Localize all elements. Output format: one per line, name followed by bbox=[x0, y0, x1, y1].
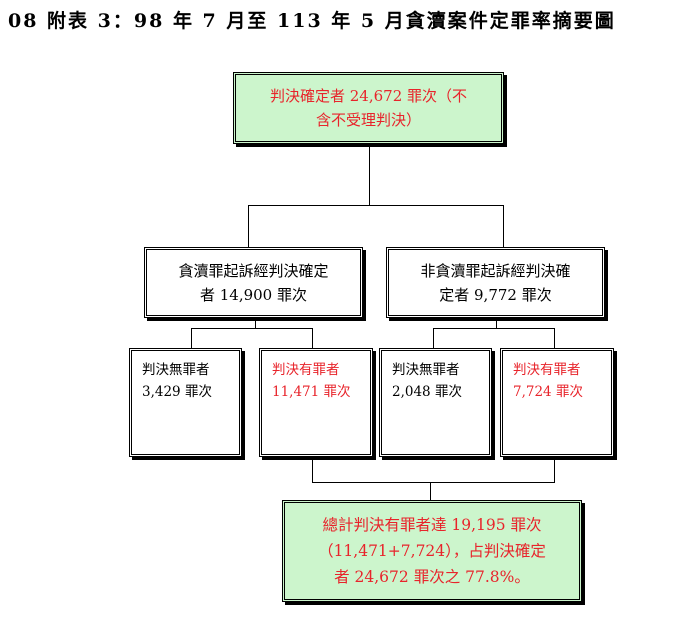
root-node-line2: 含不受理判決） bbox=[315, 111, 421, 129]
non-corruption-convicted-line1: 判決有罪者 bbox=[513, 362, 581, 378]
connector-convicted-right-down bbox=[554, 457, 555, 482]
non-corruption-acquitted-line1: 判決無罪者 bbox=[392, 362, 460, 378]
total-node-line1: 總計判決有罪者達 19,195 罪次 bbox=[322, 516, 542, 534]
corruption-node: 貪瀆罪起訴經判決確定 者 14,900 罪次 bbox=[144, 247, 363, 318]
connector-non-corruption-bar bbox=[433, 328, 554, 329]
connector-root-down bbox=[369, 144, 370, 205]
total-node: 總計判決有罪者達 19,195 罪次 （11,471+7,724），占判決確定 … bbox=[282, 500, 582, 602]
corruption-convicted-line1: 判決有罪者 bbox=[272, 362, 340, 378]
connector-corruption-down bbox=[255, 318, 256, 328]
root-node: 判決確定者 24,672 罪次（不 含不受理判決） bbox=[233, 72, 504, 144]
corruption-node-line2: 者 14,900 罪次 bbox=[199, 285, 307, 304]
connector-total-bar bbox=[312, 482, 555, 483]
connector-to-corruption-convicted bbox=[312, 328, 313, 348]
root-node-line1: 判決確定者 24,672 罪次（不 bbox=[269, 87, 468, 105]
connector-to-non-corruption-acquitted bbox=[433, 328, 434, 348]
connector-level1-bar bbox=[248, 205, 503, 206]
non-corruption-node-line1: 非貪瀆罪起訴經判決確 bbox=[420, 261, 571, 280]
non-corruption-convicted-node: 判決有罪者 7,724 罪次 bbox=[500, 348, 614, 457]
corruption-convicted-line2: 11,471 罪次 bbox=[272, 384, 351, 400]
connector-to-corruption bbox=[248, 205, 249, 247]
corruption-acquitted-line1: 判決無罪者 bbox=[142, 362, 210, 378]
total-node-line3: 者 24,672 罪次之 77.8%。 bbox=[334, 568, 530, 586]
corruption-convicted-node: 判決有罪者 11,471 罪次 bbox=[259, 348, 373, 457]
non-corruption-convicted-line2: 7,724 罪次 bbox=[513, 384, 583, 400]
corruption-acquitted-node: 判決無罪者 3,429 罪次 bbox=[129, 348, 242, 457]
connector-convicted-left-down bbox=[312, 457, 313, 482]
total-node-line2: （11,471+7,724），占判決確定 bbox=[318, 542, 546, 560]
connector-non-corruption-down bbox=[496, 318, 497, 328]
corruption-acquitted-line2: 3,429 罪次 bbox=[142, 384, 212, 400]
connector-to-total bbox=[430, 482, 431, 500]
connector-to-non-corruption bbox=[503, 205, 504, 247]
non-corruption-node: 非貪瀆罪起訴經判決確 定者 9,772 罪次 bbox=[386, 247, 605, 318]
page-title: 08 附表 3：98 年 7 月至 113 年 5 月貪瀆案件定罪率摘要圖 bbox=[8, 10, 616, 32]
non-corruption-acquitted-node: 判決無罪者 2,048 罪次 bbox=[379, 348, 492, 457]
connector-to-non-corruption-convicted bbox=[554, 328, 555, 348]
non-corruption-acquitted-line2: 2,048 罪次 bbox=[392, 384, 462, 400]
connector-to-corruption-acquitted bbox=[191, 328, 192, 348]
connector-corruption-bar bbox=[191, 328, 312, 329]
non-corruption-node-line2: 定者 9,772 罪次 bbox=[439, 285, 552, 304]
corruption-node-line1: 貪瀆罪起訴經判決確定 bbox=[178, 261, 329, 280]
